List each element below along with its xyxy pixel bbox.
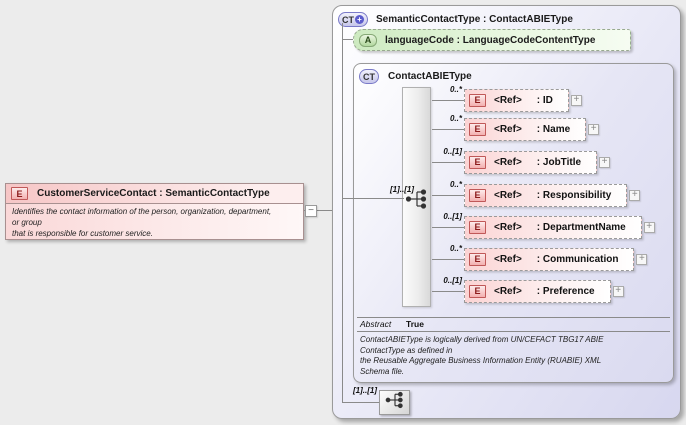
element-title: CustomerServiceContact : SemanticContact… [37, 188, 270, 199]
attribute-box[interactable]: A languageCode : LanguageCodeContentType [353, 29, 631, 51]
element-row: 0..* E <Ref> : ID + [432, 85, 582, 112]
expand-icon[interactable]: + [643, 221, 655, 233]
derived-plus-icon: + [355, 15, 364, 24]
sequence-icon [385, 391, 405, 414]
element-icon: E [469, 155, 486, 169]
element-ref-label: <Ref> [494, 189, 522, 201]
element-icon: E [469, 284, 486, 298]
element-ref-label: <Ref> [494, 285, 522, 297]
collapse-icon[interactable]: − [305, 205, 317, 217]
element-name-label: : Preference [536, 285, 595, 297]
element-icon: E [469, 93, 486, 107]
expand-icon[interactable]: + [636, 253, 648, 265]
element-name-label: : DepartmentName [536, 221, 626, 233]
expand-icon[interactable]: + [599, 156, 611, 168]
element-icon: E [469, 252, 486, 266]
ct-icon-label: CT [342, 14, 354, 25]
expand-icon[interactable]: + [612, 285, 624, 297]
base-type-box[interactable]: CT ContactABIEType [1]..[1] [353, 63, 674, 383]
expand-icon[interactable]: + [588, 123, 600, 135]
divider [357, 331, 670, 332]
element-row: 0..[1] E <Ref> : Preference + [432, 276, 624, 303]
connector-line [342, 39, 353, 40]
element-ref-box[interactable]: E <Ref> : DepartmentName [464, 215, 642, 239]
element-icon: E [11, 187, 28, 200]
connector-line [432, 194, 464, 196]
element-ref-label: <Ref> [494, 123, 522, 135]
base-type-header[interactable]: CT ContactABIEType [359, 69, 472, 84]
complex-type-header[interactable]: CT + SemanticContactType : ContactABIETy… [338, 12, 573, 27]
complex-type-box[interactable]: CT + SemanticContactType : ContactABIETy… [332, 5, 681, 419]
cardinality-label: 0..* [449, 114, 462, 123]
element-ref-label: <Ref> [494, 156, 522, 168]
connector-line [432, 161, 464, 163]
connector-line [304, 210, 341, 211]
content-compositor-box[interactable] [379, 390, 410, 415]
complex-type-icon: CT + [338, 12, 368, 27]
complex-type-title: SemanticContactType : ContactABIEType [376, 14, 573, 25]
expand-icon[interactable]: + [629, 189, 641, 201]
connector-line [432, 128, 464, 130]
base-type-title: ContactABIEType [388, 71, 472, 82]
element-icon: E [469, 220, 486, 234]
element-ref-label: <Ref> [494, 94, 522, 106]
complex-type-icon: CT [359, 69, 379, 84]
facet-label: Abstract [360, 319, 392, 329]
element-name-label: : Communication [536, 253, 619, 265]
element-ref-box[interactable]: E <Ref> : Responsibility [464, 183, 628, 207]
element-icon: E [469, 188, 486, 202]
connector-line [342, 198, 404, 199]
element-icon: E [469, 122, 486, 136]
connector-line [432, 226, 464, 228]
element-header[interactable]: E CustomerServiceContact : SemanticConta… [6, 184, 303, 204]
sequence-icon [405, 188, 429, 215]
element-ref-box[interactable]: E <Ref> : Preference [464, 279, 611, 303]
element-ref-label: <Ref> [494, 253, 522, 265]
element-ref-box[interactable]: E <Ref> : Name [464, 117, 587, 141]
cardinality-label: 0..[1] [443, 147, 462, 156]
connector-line [432, 99, 464, 101]
facet-value: True [406, 319, 424, 329]
element-row: 0..* E <Ref> : Responsibility + [432, 180, 641, 207]
element-ref-box[interactable]: E <Ref> : JobTitle [464, 150, 598, 174]
expand-icon[interactable]: + [570, 94, 582, 106]
cardinality-label: 0..* [449, 180, 462, 189]
element-annotation: Identifies the contact information of th… [12, 207, 272, 238]
element-name-label: : JobTitle [536, 156, 582, 168]
element-row: 0..* E <Ref> : Communication + [432, 244, 648, 271]
cardinality-label: 0..[1] [443, 276, 462, 285]
cardinality-label: [1]..[1] [353, 386, 377, 395]
element-name-label: : Responsibility [536, 189, 612, 201]
element-ref-box[interactable]: E <Ref> : Communication [464, 247, 635, 271]
cardinality-label: [1]..[1] [390, 185, 414, 194]
divider [357, 317, 670, 318]
cardinality-label: 0..[1] [443, 212, 462, 221]
attribute-icon: A [359, 33, 377, 47]
element-name-label: : Name [536, 123, 571, 135]
cardinality-label: 0..* [449, 85, 462, 94]
element-name-label: : ID [536, 94, 553, 106]
element-row: 0..[1] E <Ref> : JobTitle + [432, 147, 611, 174]
connector-line [432, 258, 464, 260]
base-type-annotation: ContactABIEType is logically derived fro… [360, 335, 604, 376]
attribute-title: languageCode : LanguageCodeContentType [385, 34, 596, 46]
connector-rail [342, 23, 343, 403]
element-row: 0..[1] E <Ref> : DepartmentName + [432, 212, 655, 239]
cardinality-label: 0..* [449, 244, 462, 253]
element-ref-label: <Ref> [494, 221, 522, 233]
global-element-box[interactable]: E CustomerServiceContact : SemanticConta… [5, 183, 304, 240]
connector-line [432, 290, 464, 292]
connector-line [342, 402, 379, 403]
element-ref-box[interactable]: E <Ref> : ID [464, 88, 569, 112]
element-row: 0..* E <Ref> : Name + [432, 114, 600, 141]
